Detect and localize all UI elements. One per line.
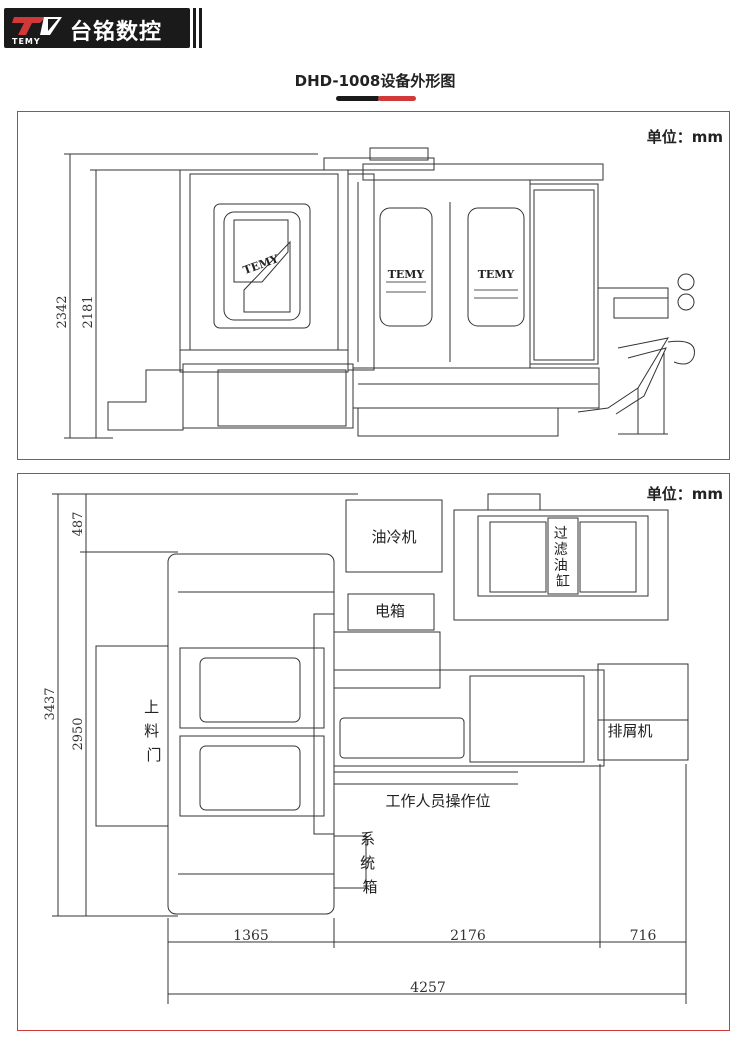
plan-panel: 单位：mm — [17, 473, 730, 1031]
header: TEMY 台铭数控 — [0, 0, 750, 52]
label-oil-cooler: 油冷机 — [371, 528, 416, 546]
dim-left-total: 3437 — [43, 687, 58, 720]
door-label-center: TEMY — [388, 268, 425, 281]
system-box-char-2: 统 — [360, 854, 375, 872]
label-filter-tank: 过 滤 油 缸 — [554, 526, 572, 590]
dim-bottom-3: 716 — [630, 928, 657, 944]
elevation-panel: 单位：mm — [17, 111, 730, 460]
system-box-char-1: 系 — [360, 830, 375, 848]
dim-left-main: 2950 — [71, 717, 86, 750]
brand-name: 台铭数控 — [70, 20, 163, 45]
temy-logo-icon — [12, 17, 62, 35]
loading-door-char-3: 门 — [146, 746, 161, 764]
brand-logo[interactable]: TEMY 台铭数控 — [4, 8, 190, 48]
door-label-right: TEMY — [478, 268, 515, 281]
dim-cabinet-height: 2181 — [81, 295, 96, 328]
label-loading-door: 上 料 门 — [144, 698, 164, 764]
loading-door-char-1: 上 — [144, 698, 159, 716]
filter-tank-char-3: 油 — [554, 558, 568, 574]
dim-bottom-2: 2176 — [450, 928, 486, 944]
elevation-drawing: 2342 2181 TEMY TEMY TEMY — [55, 147, 695, 439]
label-chip-conveyor: 排屑机 — [607, 722, 652, 740]
page-title: DHD-1008设备外形图 — [294, 72, 456, 90]
plan-drawing: 487 3437 2950 1365 2176 716 4257 油冷机 电箱 … — [43, 493, 689, 1004]
dim-bottom-1: 1365 — [233, 928, 269, 944]
label-electric-box: 电箱 — [375, 602, 405, 620]
label-operator-position: 工作人员操作位 — [385, 792, 490, 810]
brand-subname: TEMY — [12, 37, 41, 46]
dim-bottom-total: 4257 — [410, 980, 446, 996]
unit-label: 单位：mm — [646, 485, 723, 503]
label-system-box: 系 统 箱 — [360, 830, 380, 896]
dim-overall-height: 2342 — [55, 295, 70, 328]
system-box-char-3: 箱 — [362, 878, 377, 896]
logo-divider — [193, 8, 196, 48]
filter-tank-char-2: 滤 — [554, 542, 568, 558]
loading-door-char-2: 料 — [144, 722, 159, 740]
door-label-left: TEMY — [241, 252, 280, 277]
logo-divider — [199, 8, 202, 48]
title-underline-dark — [336, 96, 380, 101]
title-underline-red — [378, 96, 416, 101]
filter-tank-char-4: 缸 — [556, 573, 570, 590]
unit-label: 单位：mm — [646, 128, 723, 146]
filter-tank-char-1: 过 — [554, 526, 568, 542]
dim-left-top: 487 — [71, 512, 86, 537]
